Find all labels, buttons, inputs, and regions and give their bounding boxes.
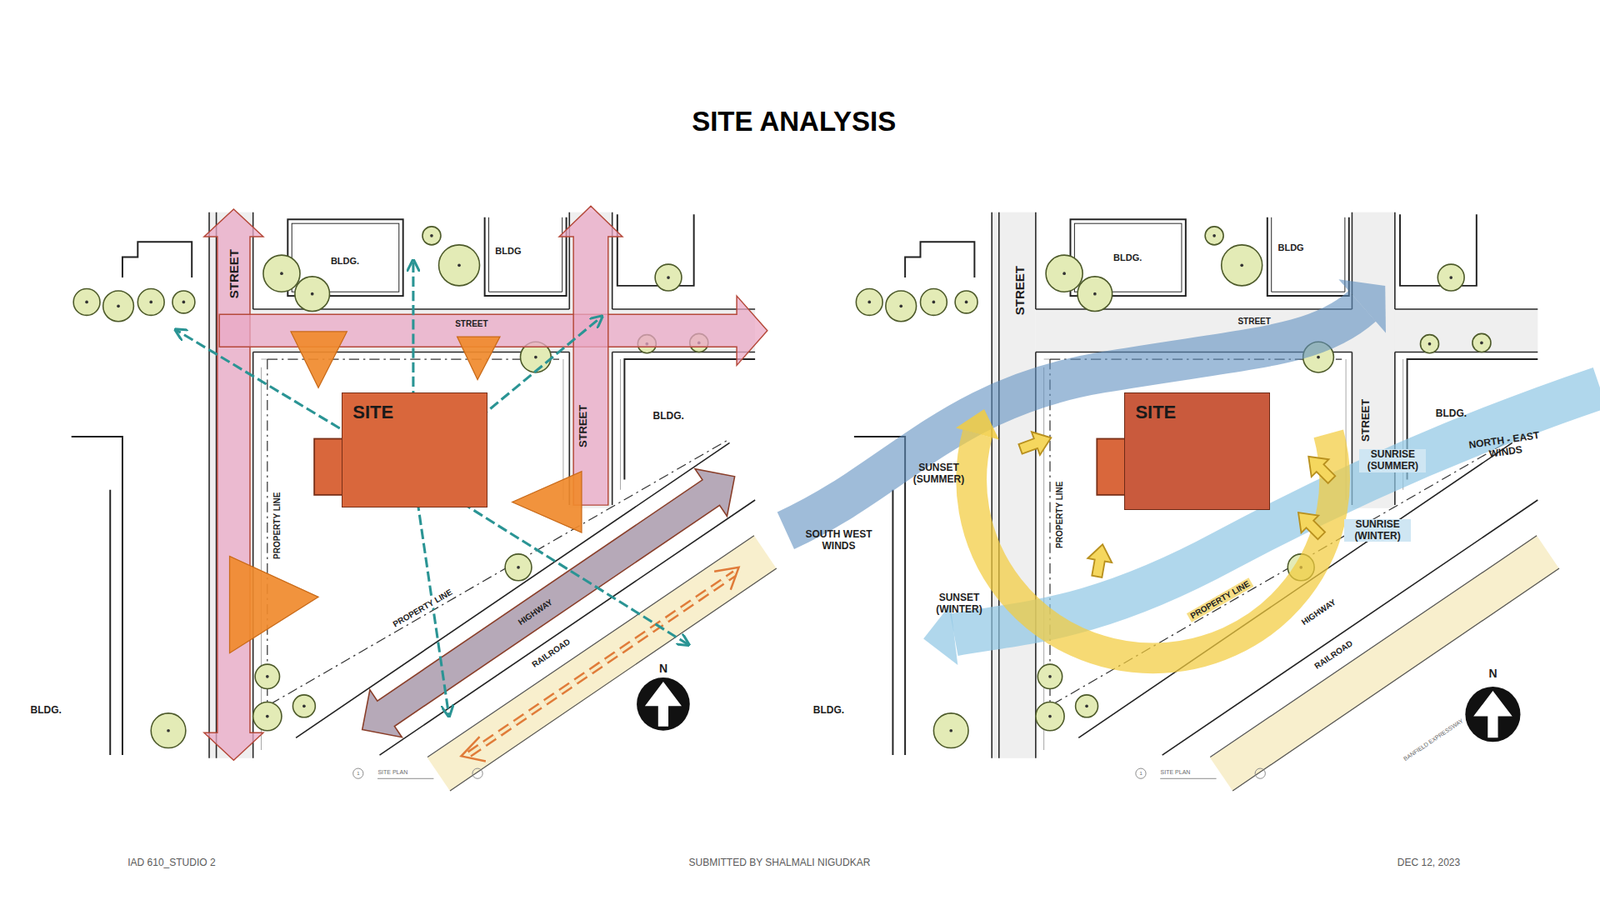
- sun-arrowhead: [955, 409, 1000, 440]
- site-label: SITE: [352, 401, 477, 424]
- site-label: SITE: [1135, 401, 1260, 424]
- small-note: SITE PLAN: [377, 769, 408, 776]
- small-note: BANFIELD EXPRESSWAY: [1402, 717, 1465, 763]
- map-label: BLDG.: [30, 705, 62, 717]
- wind-band-southwest: [785, 305, 1363, 530]
- site-plan-left: [71, 212, 777, 792]
- rail-arrowheads: [460, 567, 739, 762]
- traffic-band: [204, 205, 768, 760]
- page-title: SITE ANALYSIS: [691, 105, 896, 138]
- map-label: BLDG.: [1435, 408, 1467, 420]
- map-label: BLDG.: [813, 705, 845, 717]
- map-label: SUNSET (WINTER): [929, 592, 990, 616]
- site-plan-right: [854, 212, 1560, 792]
- north-arrow: [1465, 686, 1520, 742]
- map-label: STREET: [1237, 316, 1270, 327]
- map-label: PROPERTY LINE: [1055, 481, 1066, 549]
- rail-noise-marks: [469, 573, 735, 755]
- north-arrow: [636, 677, 690, 731]
- map-label: SUNRISE (WINTER): [1344, 519, 1411, 543]
- map-label: SOUTH WEST WINDS: [800, 529, 878, 553]
- map-label: STREET: [226, 249, 241, 299]
- map-label: N: [1488, 666, 1497, 680]
- footer-text: IAD 610_STUDIO 2: [127, 857, 215, 870]
- small-note: 1: [356, 770, 360, 777]
- map-label: STREET: [577, 405, 590, 448]
- map-label: BLDG.: [1113, 252, 1142, 264]
- map-label: N: [659, 661, 668, 675]
- map-label: SUNSET (SUMMER): [909, 462, 970, 486]
- small-note: SITE PLAN: [1160, 769, 1191, 776]
- noise-arrow: [230, 331, 582, 654]
- map-label: PROPERTY LINE: [389, 585, 457, 630]
- site-block: SITE: [1124, 392, 1270, 510]
- map-label: SUNRISE (SUMMER): [1359, 449, 1426, 473]
- footer-text: DEC 12, 2023: [1397, 857, 1460, 870]
- small-note: 1: [1139, 770, 1142, 777]
- map-label: STREET: [1012, 266, 1027, 316]
- map-label: BLDG.: [330, 255, 360, 267]
- wind-arrowhead: [1338, 279, 1386, 333]
- map-label: BLDG: [1277, 242, 1304, 254]
- rail-noise-marks-inner: [469, 573, 735, 755]
- footer-text: SUBMITTED BY SHALMALI NIGUDKAR: [689, 857, 871, 870]
- map-label: BLDG.: [653, 410, 685, 423]
- map-label: STREET: [1360, 399, 1373, 442]
- view-line: [175, 260, 690, 716]
- map-label: BLDG: [495, 245, 521, 257]
- map-label: PROPERTY LINE: [272, 491, 283, 559]
- site-block: SITE: [341, 392, 488, 507]
- map-label: STREET: [455, 319, 488, 330]
